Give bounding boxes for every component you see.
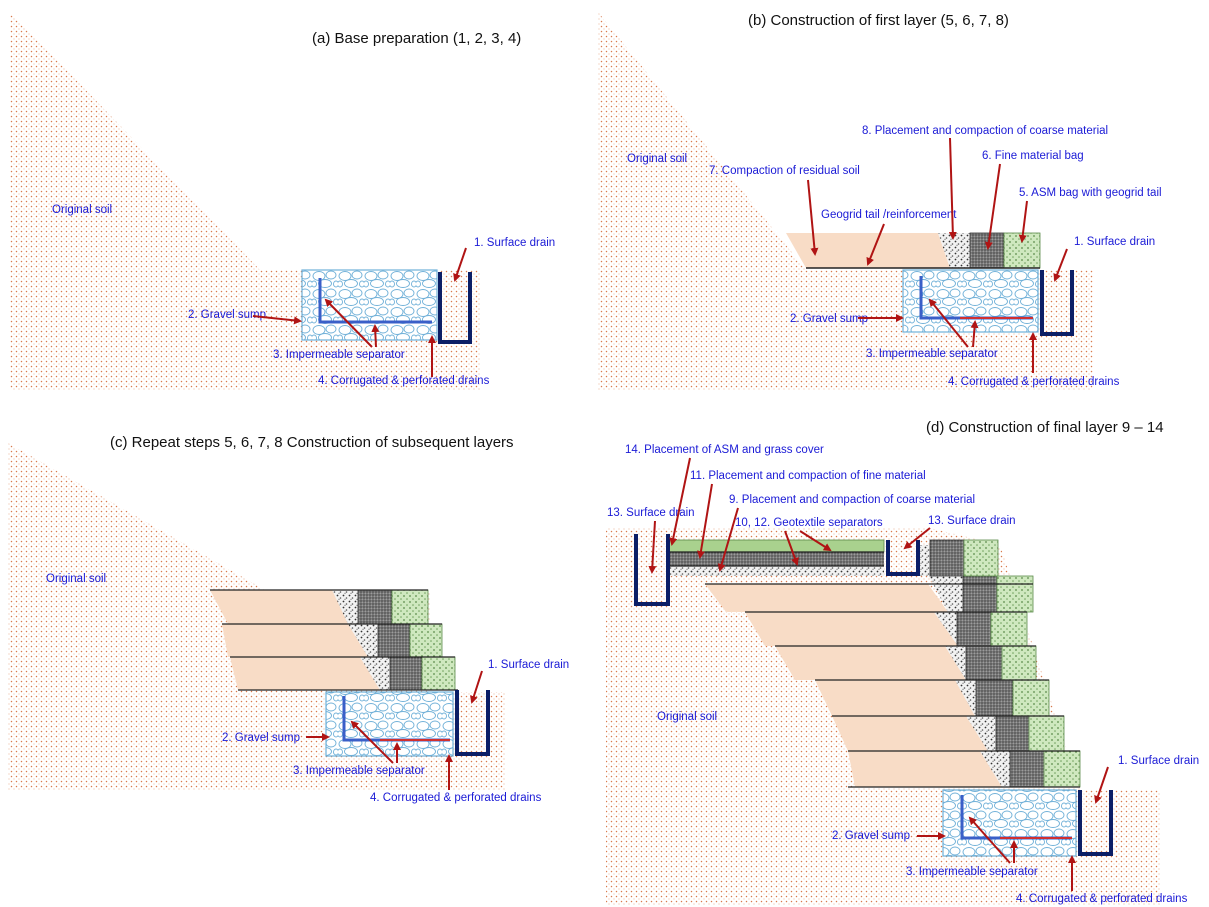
residual-soil-layer	[786, 233, 950, 268]
separator-label: 3. Impermeable separator	[866, 348, 998, 360]
coarse-material	[938, 233, 970, 268]
arrow-coarse-material	[717, 507, 739, 572]
gravel-sump	[902, 269, 1039, 333]
fine-material-cap	[929, 539, 965, 577]
drains-label: 4. Corrugated & perforated drains	[1016, 893, 1188, 905]
coarse-material	[332, 590, 358, 624]
surface-drain-13b-label: 13. Surface drain	[928, 515, 1016, 527]
original-soil-area	[598, 12, 1093, 390]
geogrid-label: Geogrid tail /reinforcement	[821, 209, 957, 221]
original-soil-label: Original soil	[52, 204, 112, 216]
gravel-sump-label: 2. Gravel sump	[790, 313, 868, 325]
asm-bag	[391, 589, 429, 625]
fine-material-bag	[969, 232, 1005, 269]
drains-label: 4. Corrugated & perforated drains	[948, 376, 1120, 388]
coarse-material-cap	[668, 566, 884, 576]
arrow-fine-material	[697, 483, 713, 559]
coarse-material-label: 9. Placement and compaction of coarse ma…	[729, 494, 975, 506]
panel-d: (d) Construction of final layer 9 – 14 1…	[606, 419, 1199, 905]
panel-a-title: (a) Base preparation (1, 2, 3, 4)	[312, 30, 521, 47]
panel-b-title: (b) Construction of first layer (5, 6, 7…	[748, 12, 1009, 29]
gravel-sump	[942, 789, 1077, 857]
slope-layers	[705, 575, 1081, 788]
arrow-separator-1	[350, 720, 394, 764]
arrow-surface-drain	[1053, 248, 1068, 282]
arrow-surface-drain-13a	[648, 520, 657, 574]
fine-bag-label: 6. Fine material bag	[982, 150, 1084, 162]
fine-material-bag	[389, 656, 423, 691]
residual-soil-layer	[210, 590, 358, 624]
arrow-surface-drain	[453, 247, 467, 282]
asm-grass-cover	[963, 539, 999, 577]
arrow-surface-drain-13b	[903, 527, 931, 550]
panel-a-arrows	[252, 247, 467, 377]
geotextile-label: 10, 12. Geotextile separators	[735, 517, 883, 529]
gravel-sump	[325, 691, 454, 757]
surface-drain	[1078, 790, 1113, 856]
arrow-separator-1	[928, 298, 969, 348]
asm-grass-label: 14. Placement of ASM and grass cover	[625, 444, 824, 456]
asm-bag	[409, 623, 443, 658]
arrow-residual	[807, 179, 819, 256]
panel-b: (b) Construction of first layer (5, 6, 7…	[598, 12, 1162, 390]
residual-soil-layer	[222, 624, 368, 657]
separator-label: 3. Impermeable separator	[906, 866, 1038, 878]
surface-drain-13b	[886, 540, 920, 576]
fine-material-bag	[377, 623, 411, 658]
drains-label: 4. Corrugated & perforated drains	[318, 375, 490, 387]
panel-d-title: (d) Construction of final layer 9 – 14	[926, 419, 1164, 436]
arrow-separator-1	[968, 816, 1011, 864]
drains-label: 4. Corrugated & perforated drains	[370, 792, 542, 804]
coarse-material	[348, 624, 378, 657]
fine-material-label: 11. Placement and compaction of fine mat…	[690, 470, 926, 482]
asm-bag-label: 5. ASM bag with geogrid tail	[1019, 187, 1162, 199]
gravel-sump-label: 2. Gravel sump	[832, 830, 910, 842]
surface-drain	[438, 272, 472, 344]
gravel-sump-label: 2. Gravel sump	[222, 732, 300, 744]
arrow-separator-1	[324, 298, 373, 348]
separator-label: 3. Impermeable separator	[293, 765, 425, 777]
residual-soil-layer	[230, 657, 380, 690]
original-soil-label: Original soil	[627, 153, 687, 165]
surface-drain-13a	[634, 534, 670, 606]
surface-drain-label: 1. Surface drain	[474, 237, 555, 249]
surface-drain-label: 1. Surface drain	[488, 659, 569, 671]
arrow-geotextile-1	[784, 530, 799, 566]
arrow-surface-drain	[470, 670, 483, 704]
surface-drain-13a-label: 13. Surface drain	[607, 507, 695, 519]
impermeable-separator	[318, 278, 432, 324]
surface-drain	[1040, 270, 1074, 336]
arrow-surface-drain	[1094, 766, 1109, 804]
arrow-asm-bag	[1018, 200, 1028, 243]
panel-a: (a) Base preparation (1, 2, 3, 4) Origin…	[10, 12, 555, 390]
separator-label: 3. Impermeable separator	[273, 349, 405, 361]
arrow-geotextile-2	[799, 530, 832, 552]
fine-material-bag	[357, 589, 393, 625]
original-soil-label: Original soil	[46, 573, 106, 585]
coarse-material	[360, 657, 390, 690]
arrow-asm-grass	[669, 457, 691, 546]
panel-c-title: (c) Repeat steps 5, 6, 7, 8 Construction…	[110, 434, 514, 451]
arrow-coarse	[948, 137, 957, 240]
arrow-separator-2	[371, 324, 380, 348]
residual-label: 7. Compaction of residual soil	[709, 165, 860, 177]
surface-drain	[455, 690, 490, 756]
surface-drain-label: 1. Surface drain	[1074, 236, 1155, 248]
surface-drain-label: 1. Surface drain	[1118, 755, 1199, 767]
arrow-fine-bag	[984, 163, 1001, 250]
coarse-label: 8. Placement and compaction of coarse ma…	[862, 125, 1108, 137]
arrow-separator-2	[970, 320, 979, 348]
arrow-gravel-sump	[252, 315, 302, 325]
coarse-material-cap	[920, 545, 930, 576]
panel-b-arrows	[807, 137, 1068, 373]
arrow-geogrid	[866, 223, 885, 266]
asm-bag	[421, 656, 456, 691]
gravel-sump-label: 2. Gravel sump	[188, 309, 266, 321]
panel-c: (c) Repeat steps 5, 6, 7, 8 Construction…	[8, 434, 569, 804]
gravel-sump	[301, 269, 438, 341]
original-soil-label: Original soil	[657, 711, 717, 723]
panel-c-arrows	[306, 670, 483, 790]
panel-d-arrows	[648, 457, 1109, 891]
